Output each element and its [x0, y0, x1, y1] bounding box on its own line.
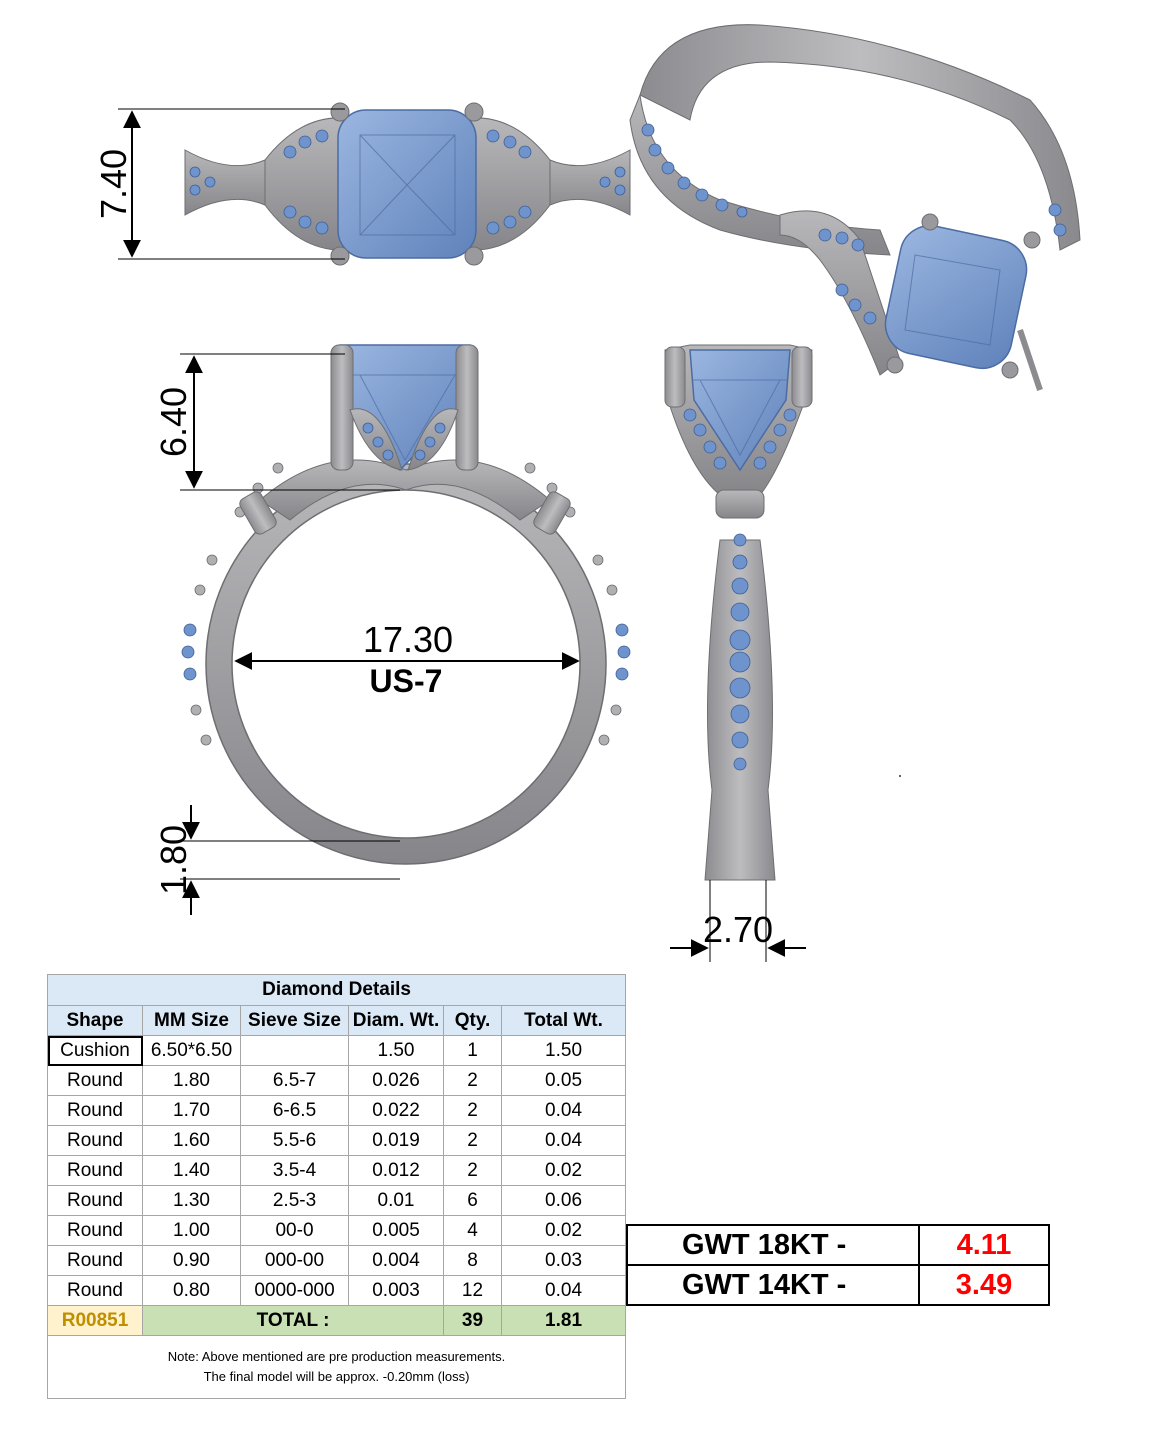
table-row: Round 1.00 00-0 0.005 4 0.02: [47, 1215, 627, 1246]
cell: Round: [47, 1185, 143, 1216]
dim-shank-height: 1.80: [153, 825, 194, 895]
cell: 0.004: [348, 1245, 444, 1276]
cell: 6.5-7: [240, 1065, 349, 1096]
cell: 2: [443, 1065, 502, 1096]
ring-size-label: US-7: [370, 663, 443, 699]
cell: 0.019: [348, 1125, 444, 1156]
total-qty: 39: [443, 1305, 502, 1336]
cell: 0000-000: [240, 1275, 349, 1306]
header-sieve-size: Sieve Size: [240, 1005, 349, 1036]
table-row: Round 0.90 000-00 0.004 8 0.03: [47, 1245, 627, 1276]
cell: 6.50*6.50: [142, 1035, 241, 1066]
gwt-18kt-value: 4.11: [918, 1224, 1050, 1266]
cell: 2: [443, 1125, 502, 1156]
note-line-2: The final model will be approx. -0.20mm …: [203, 1369, 470, 1384]
cell: 6-6.5: [240, 1095, 349, 1126]
cell: 1.30: [142, 1185, 241, 1216]
perspective-view: [629, 24, 1081, 391]
header-diam-wt: Diam. Wt.: [348, 1005, 444, 1036]
cell: 00-0: [240, 1215, 349, 1246]
cell: 2: [443, 1155, 502, 1186]
cell: Round: [47, 1125, 143, 1156]
cell: 0.003: [348, 1275, 444, 1306]
gwt-row-18kt: GWT 18KT - 4.11: [626, 1224, 1050, 1266]
cell: 1: [443, 1035, 502, 1066]
table-title: Diamond Details: [46, 974, 627, 1006]
cell: [240, 1035, 349, 1066]
cell: 3.5-4: [240, 1155, 349, 1186]
cell: 0.012: [348, 1155, 444, 1186]
cell: 000-00: [240, 1245, 349, 1276]
cell: 1.70: [142, 1095, 241, 1126]
dim-top-height: 7.40: [93, 149, 134, 219]
diamond-details-table: Diamond Details Shape MM Size Sieve Size…: [46, 974, 627, 1399]
cell: 0.04: [500, 1275, 627, 1306]
cell: 1.40: [142, 1155, 241, 1186]
cell: 6: [443, 1185, 502, 1216]
cell: 1.50: [348, 1035, 444, 1066]
ring-technical-drawing: 7.40: [93, 24, 1081, 962]
cell: 0.03: [500, 1245, 627, 1276]
cell: Round: [47, 1215, 143, 1246]
table-row: Round 1.40 3.5-4 0.012 2 0.02: [47, 1155, 627, 1186]
gwt-14kt-value: 3.49: [918, 1264, 1050, 1306]
cell[interactable]: Cushion: [47, 1035, 143, 1066]
gross-weight-table: GWT 18KT - 4.11 GWT 14KT - 3.49: [626, 1224, 1050, 1306]
front-view: 17.30 US-7 6.40 1.80: [153, 344, 631, 915]
dim-shank-width: 2.70: [703, 909, 773, 950]
header-total-wt: Total Wt.: [500, 1005, 627, 1036]
cell: 2.5-3: [240, 1185, 349, 1216]
cell: 1.00: [142, 1215, 241, 1246]
header-qty: Qty.: [443, 1005, 502, 1036]
cell: 8: [443, 1245, 502, 1276]
table-row: Round 0.80 0000-000 0.003 12 0.04: [47, 1275, 627, 1306]
cell: 0.02: [500, 1155, 627, 1186]
table-header-row: Shape MM Size Sieve Size Diam. Wt. Qty. …: [47, 1005, 627, 1036]
cell: 1.50: [500, 1035, 627, 1066]
cell: Round: [47, 1275, 143, 1306]
header-shape: Shape: [47, 1005, 143, 1036]
cell: Round: [47, 1245, 143, 1276]
cell: 0.80: [142, 1275, 241, 1306]
gwt-18kt-label: GWT 18KT -: [626, 1224, 920, 1266]
cell: 0.01: [348, 1185, 444, 1216]
cell: 2: [443, 1095, 502, 1126]
cell: 5.5-6: [240, 1125, 349, 1156]
measurement-note: Note: Above mentioned are pre production…: [46, 1335, 627, 1399]
cell: 0.04: [500, 1125, 627, 1156]
table-row: Round 1.60 5.5-6 0.019 2 0.04: [47, 1125, 627, 1156]
cell: 0.005: [348, 1215, 444, 1246]
cell: 0.02: [500, 1215, 627, 1246]
cell: 1.60: [142, 1125, 241, 1156]
table-row: Round 1.30 2.5-3 0.01 6 0.06: [47, 1185, 627, 1216]
total-label: TOTAL :: [142, 1305, 444, 1336]
top-view: 7.40: [93, 102, 631, 266]
header-mm-size: MM Size: [142, 1005, 241, 1036]
cell: Round: [47, 1155, 143, 1186]
table-row: Round 1.70 6-6.5 0.022 2 0.04: [47, 1095, 627, 1126]
gwt-14kt-label: GWT 14KT -: [626, 1264, 920, 1306]
cell: 1.80: [142, 1065, 241, 1096]
cell: Round: [47, 1095, 143, 1126]
side-view: 2.70: [664, 344, 813, 962]
note-line-1: Note: Above mentioned are pre production…: [167, 1349, 506, 1364]
cell: 0.022: [348, 1095, 444, 1126]
dim-inner-diameter: 17.30: [363, 619, 453, 660]
table-row: Cushion 6.50*6.50 1.50 1 1.50: [47, 1035, 627, 1066]
total-row: R00851 TOTAL : 39 1.81: [47, 1305, 627, 1336]
table-row: Round 1.80 6.5-7 0.026 2 0.05: [47, 1065, 627, 1096]
cell: 0.90: [142, 1245, 241, 1276]
note-row: Note: Above mentioned are pre production…: [46, 1335, 627, 1399]
total-weight: 1.81: [500, 1305, 627, 1336]
cell: 12: [443, 1275, 502, 1306]
dim-head-height: 6.40: [153, 387, 194, 457]
cell: 4: [443, 1215, 502, 1246]
cell: 0.05: [500, 1065, 627, 1096]
cell: 0.06: [500, 1185, 627, 1216]
cell: 0.04: [500, 1095, 627, 1126]
cell: 0.026: [348, 1065, 444, 1096]
cell: Round: [47, 1065, 143, 1096]
gwt-row-14kt: GWT 14KT - 3.49: [626, 1264, 1050, 1306]
design-code: R00851: [47, 1305, 143, 1336]
